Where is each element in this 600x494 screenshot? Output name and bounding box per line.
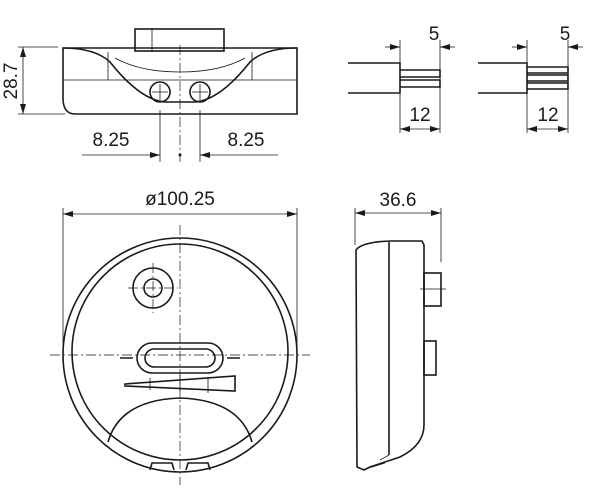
cable-detail-three-wire: 5 12 [478,24,583,133]
depth-dimension: 36.6 [380,190,417,211]
sheath-length-dimension: 12 [537,105,558,126]
side-view: 36.6 [354,190,446,471]
left-offset-dimension: 8.25 [93,130,130,151]
front-view: ø100.25 [50,189,310,485]
switch-slot [136,342,224,374]
strip-length-dimension: 5 [429,24,440,45]
height-dimension: 28.7 [1,63,22,100]
cable-detail-two-wire: 5 12 [348,24,455,133]
intensity-wedge [124,375,236,392]
top-view: 28.7 8.25 8.25 [1,28,298,162]
terminal-hole-left [149,81,171,103]
right-offset-dimension: 8.25 [228,130,265,151]
terminal-hole-right [189,81,211,103]
diameter-dimension: ø100.25 [145,189,215,210]
sheath-length-dimension: 12 [409,105,430,126]
strip-length-dimension: 5 [560,24,571,45]
